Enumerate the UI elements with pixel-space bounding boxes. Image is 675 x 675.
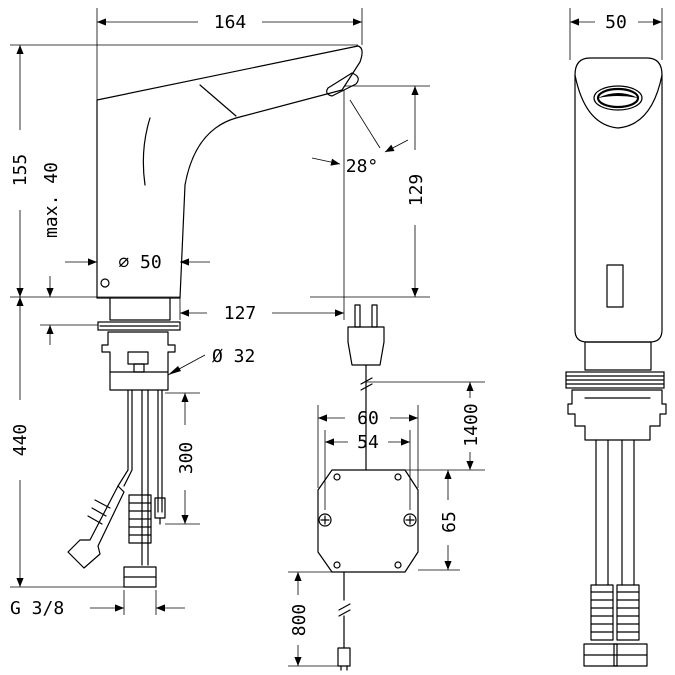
faucet-side-view xyxy=(67,45,363,588)
dim-box-width-outer: 60 xyxy=(357,408,379,429)
dim-spout-reach: 127 xyxy=(224,303,257,324)
side-view-dimensions: 164 155 max. 40 440 ∅ 50 127 129 xyxy=(10,8,430,619)
control-box-dimensions: 60 54 1400 65 800 xyxy=(288,381,485,667)
dim-connection-thread: G 3/8 xyxy=(10,598,64,619)
dim-outlet-height: 129 xyxy=(406,174,427,207)
dim-max-thickness: max. 40 xyxy=(41,162,62,238)
dim-shank-diameter: Ø 32 xyxy=(212,346,255,367)
front-view-dimensions: 50 xyxy=(569,8,663,60)
dim-base-diameter: ∅ 50 xyxy=(118,252,161,273)
dim-box-width-inner: 54 xyxy=(357,432,379,453)
dim-spout-length: 164 xyxy=(214,12,247,33)
dim-spout-height: 155 xyxy=(10,154,31,187)
dim-power-cable-length: 1400 xyxy=(461,403,482,446)
dim-sensor-cable-length: 300 xyxy=(176,442,197,475)
dim-box-height: 65 xyxy=(439,511,460,533)
faucet-front-view xyxy=(565,57,667,667)
dim-hose-length: 440 xyxy=(10,424,31,457)
dim-box-cable-length: 800 xyxy=(289,604,310,637)
dim-body-width: 50 xyxy=(605,12,627,33)
dim-spout-angle: 28° xyxy=(346,156,379,177)
control-box-assembly xyxy=(317,304,419,671)
